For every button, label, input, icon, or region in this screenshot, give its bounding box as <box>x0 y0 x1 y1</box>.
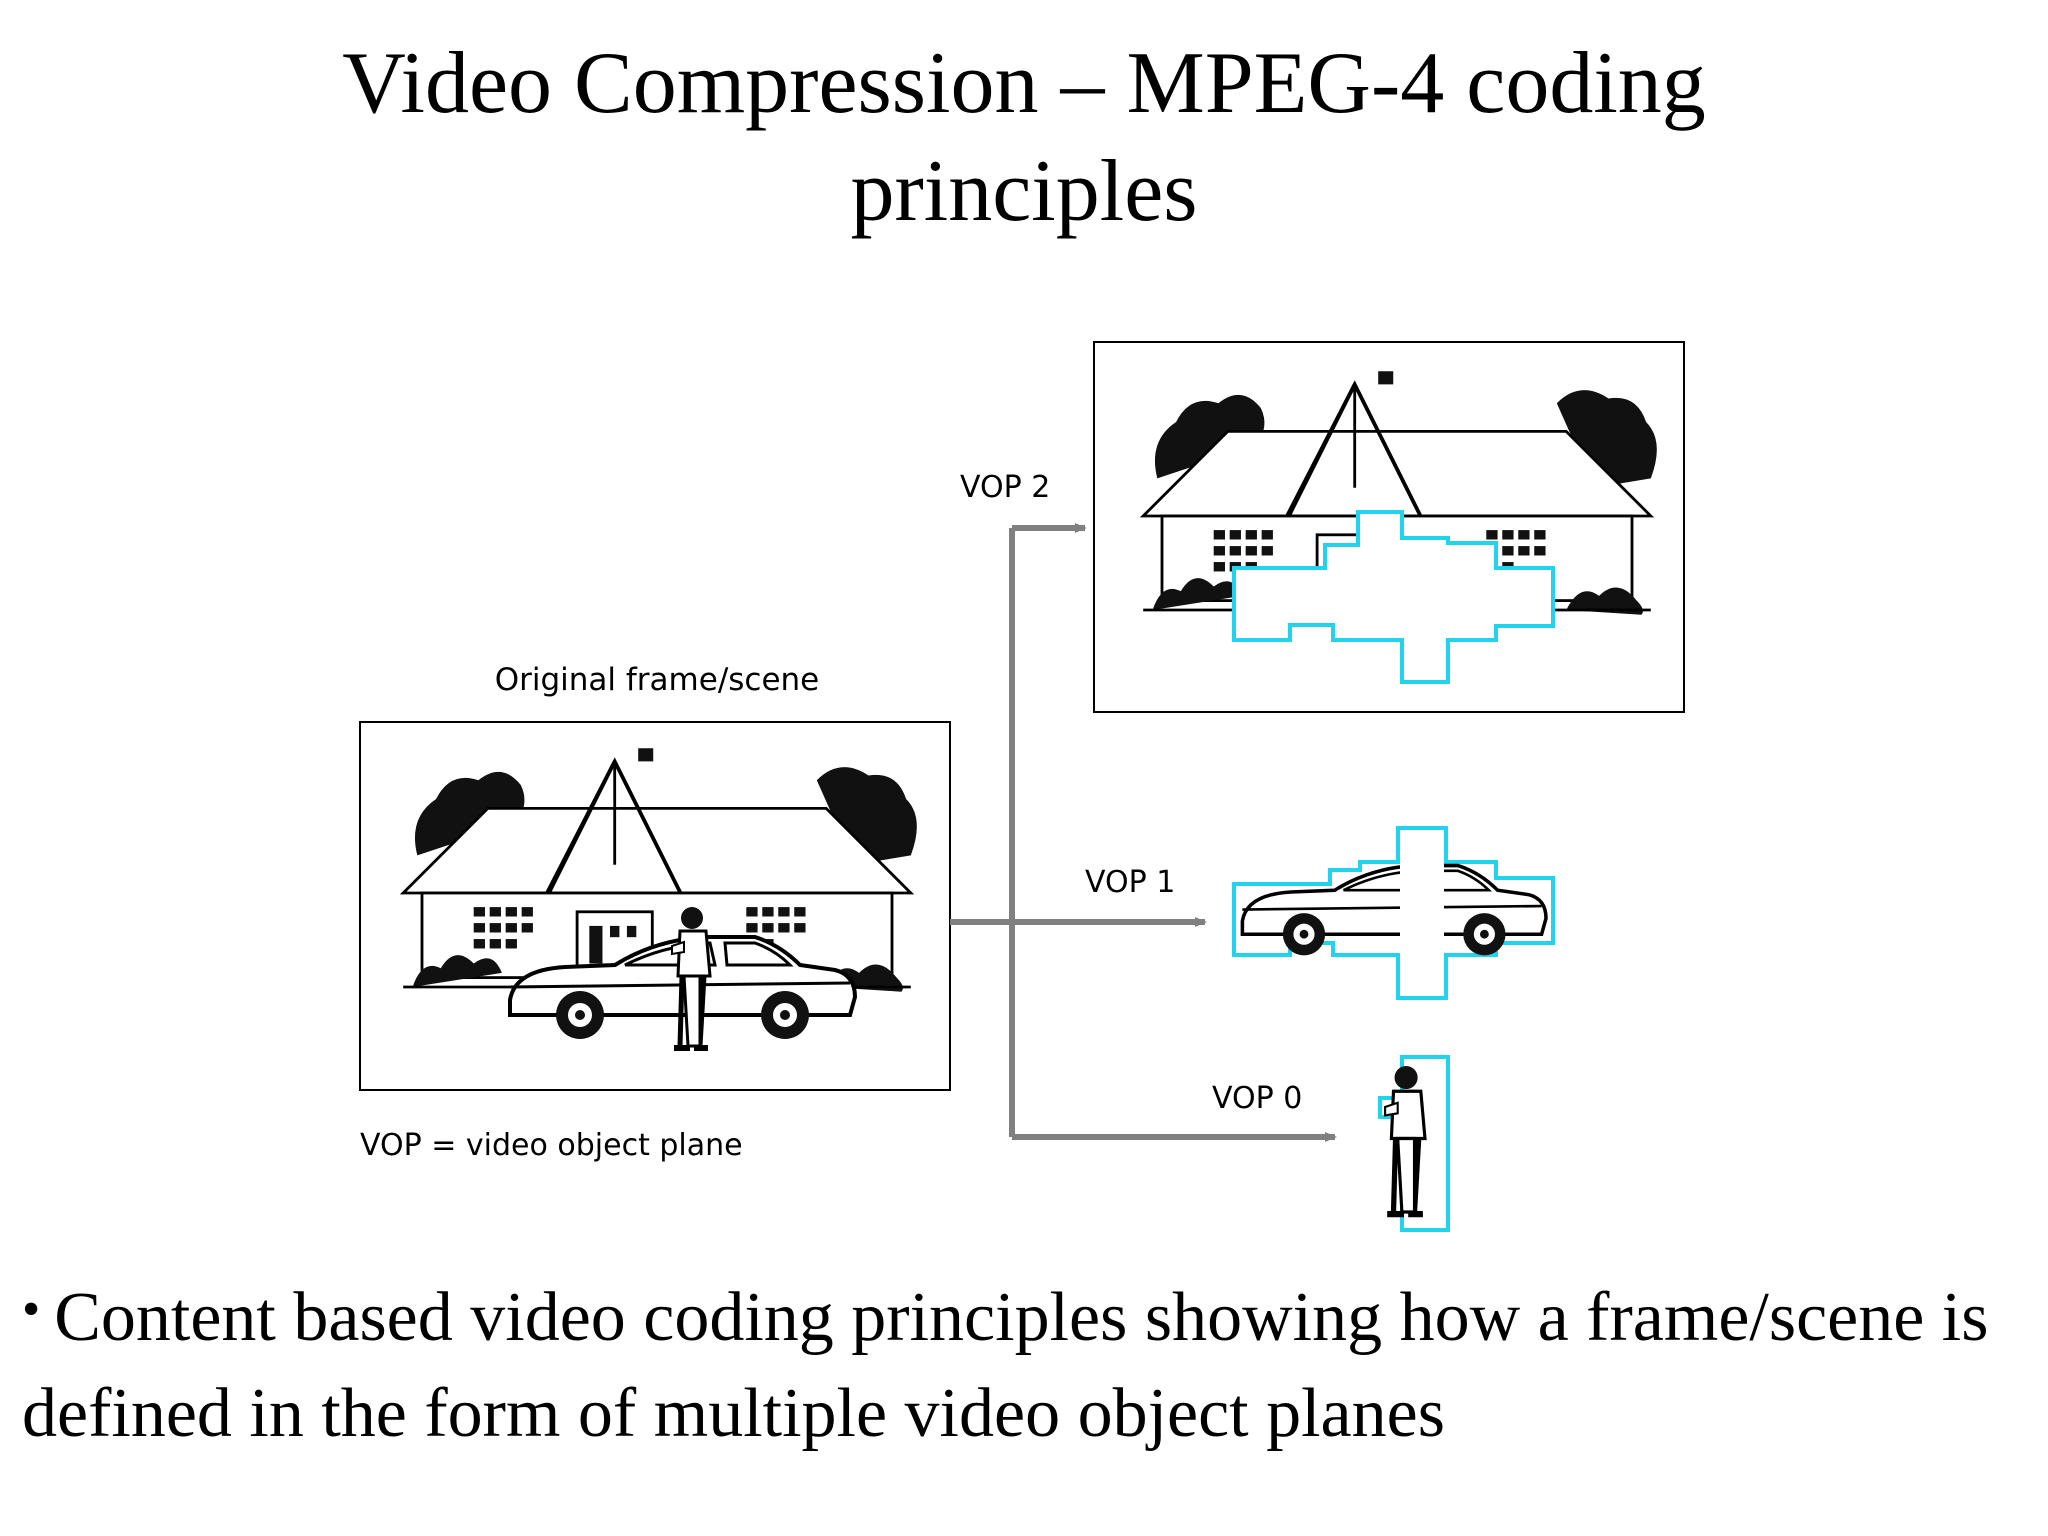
bullet-text: Content based video coding principles sh… <box>22 1279 1989 1452</box>
slide-title-line1: Video Compression – MPEG-4 coding <box>342 35 1706 132</box>
bullet-symbol: • <box>22 1281 41 1338</box>
vop1-person-hole <box>1400 830 1444 996</box>
slide-title-line2: principles <box>850 143 1198 240</box>
slide-title: Video Compression – MPEG-4 coding princi… <box>0 30 2048 246</box>
original-frame-label: Original frame/scene <box>495 662 820 698</box>
vop0-label: VOP 0 <box>1212 1081 1302 1116</box>
arrow-connectors <box>950 523 1337 1142</box>
vop2-hole-outline <box>1232 510 1555 684</box>
bullet-point: •Content based video coding principles s… <box>22 1262 2022 1462</box>
vop2-label: VOP 2 <box>960 470 1050 505</box>
vop1-label: VOP 1 <box>1085 865 1175 900</box>
vop-legend: VOP = video object plane <box>360 1128 743 1163</box>
